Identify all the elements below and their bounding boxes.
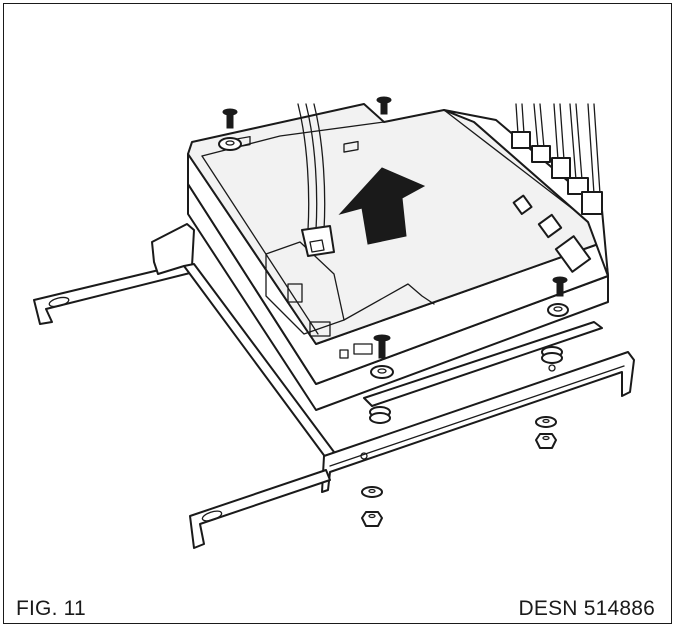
exploded-assembly-drawing [33, 96, 635, 549]
flange-edge [329, 365, 625, 467]
wire-1 [297, 103, 310, 231]
cable-plug-5 [581, 191, 603, 215]
wire-3 [313, 103, 326, 231]
screw-icon [547, 276, 569, 317]
flange-hole-1 [360, 452, 368, 460]
terminal-block [287, 283, 303, 303]
lid-inner-edge [201, 155, 319, 335]
flange-hole-2 [548, 364, 556, 372]
front-step [343, 283, 435, 321]
cable-plug-4 [567, 177, 589, 195]
indicator-square [339, 349, 349, 359]
nut-washer-right [535, 416, 557, 449]
slot-right [201, 510, 223, 522]
bracket-front-flange [321, 351, 635, 493]
cable-bundle [511, 103, 603, 215]
arrow-up-icon [338, 167, 426, 245]
bracket-rear-bar [363, 321, 603, 407]
lid-slot-2 [343, 140, 359, 153]
slot-left [48, 296, 70, 308]
spacer [369, 406, 391, 424]
cable-plug-2 [531, 145, 551, 163]
cable-plug-1 [511, 131, 531, 149]
wiring-harness [297, 103, 335, 257]
figure-frame: FIG. 11 DESN 514886 [3, 3, 672, 624]
screw-icon [218, 108, 242, 151]
screw-icon [376, 96, 392, 115]
indicator-pair [353, 343, 373, 355]
wire-2 [305, 103, 318, 231]
nut-washer-center [361, 486, 383, 527]
screw-icon [370, 334, 394, 379]
drawing-reference: DESN 514886 [518, 597, 655, 620]
cable-plug-3 [551, 157, 571, 179]
socket-block [309, 321, 331, 337]
lid-ridge [201, 109, 601, 231]
bracket-arm-right [189, 469, 331, 549]
side-plugs [512, 194, 592, 273]
spacer [541, 346, 563, 364]
figure-label: FIG. 11 [16, 597, 86, 620]
bracket-arm-left [33, 263, 195, 325]
fasteners [218, 96, 569, 527]
mounting-bracket [33, 223, 635, 549]
